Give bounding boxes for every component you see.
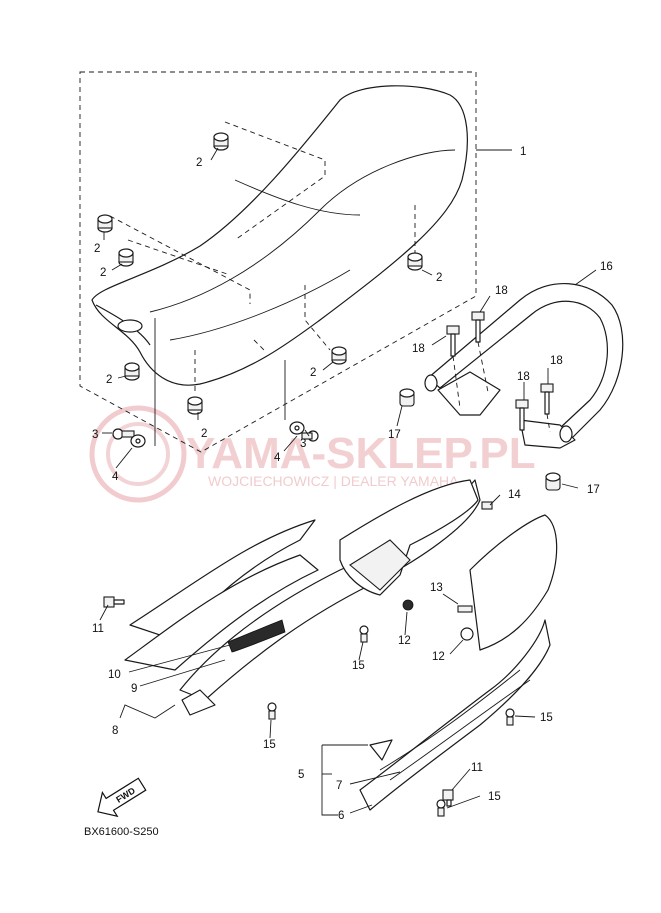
callout-15: 15 [352,660,365,672]
callout-1: 1 [520,146,526,158]
callout-4: 4 [112,471,119,483]
damper-17b [545,472,561,491]
watermark-brand: YAMA-SKLEP.PL [186,429,536,478]
callout-10: 10 [108,669,121,681]
callout-14: 14 [508,489,521,501]
watermark-logo [89,405,187,503]
watermark-dealer: WOJCIECHOWICZ | DEALER YAMAHA [208,473,459,489]
bolt-14 [481,501,493,510]
callout-2: 2 [94,243,100,255]
diagram-code: BX61600-S250 [84,826,159,838]
callout-2: 2 [310,367,316,379]
screw-15a [359,625,369,643]
watermark: YAMA-SKLEP.PL WOJCIECHOWICZ | DEALER YAM… [89,405,536,503]
callout-11: 11 [92,623,104,635]
damper-2c [118,248,134,267]
callout-3: 3 [92,429,98,441]
callout-17: 17 [587,484,600,496]
grab-bar-dampers [399,388,561,491]
screws [103,596,515,817]
callout-7: 7 [336,780,342,792]
damper-17a [399,388,415,407]
callout-12: 12 [432,651,445,663]
side-cover-right [359,514,558,811]
bolt-11a [103,596,125,608]
callouts: 1 2 2 2 2 2 2 2 3 3 4 4 16 18 18 18 18 1… [92,146,613,822]
callout-15: 15 [540,712,553,724]
callout-2: 2 [106,374,112,386]
callout-2: 2 [201,428,207,440]
callout-18: 18 [495,285,508,297]
side-cover-left [124,479,481,716]
callout-4: 4 [274,452,281,464]
callout-2: 2 [100,267,106,279]
bolt-18d [515,399,529,431]
damper-2g [187,396,203,415]
callout-11: 11 [471,762,483,774]
callout-5: 5 [298,769,304,781]
callout-2: 2 [436,272,442,284]
callout-8: 8 [112,725,118,737]
seat-dampers [97,132,423,415]
damper-2d [407,252,423,271]
screw-15d [436,799,446,817]
screw-15b [267,702,277,720]
seat-bolts [112,318,319,448]
grab-bar [424,282,624,449]
callout-6: 6 [338,810,344,822]
bolt-13 [457,605,473,613]
callout-18: 18 [412,343,425,355]
callout-13: 13 [430,582,443,594]
bolt-18a [446,325,460,357]
seat-group-boundary [79,71,477,453]
damper-2e [124,362,140,381]
callout-18: 18 [517,371,530,383]
grab-bar-bolts [446,311,554,433]
callout-2: 2 [196,157,202,169]
forward-arrow-icon: FWD [97,777,147,818]
damper-2f [331,346,347,365]
seat [91,85,468,395]
damper-2b [97,214,113,233]
callout-leaders [99,147,597,816]
callout-18: 18 [550,355,563,367]
callout-12: 12 [398,635,411,647]
callout-16: 16 [600,261,613,273]
callout-15: 15 [488,791,501,803]
bolt-11b [442,789,454,807]
callout-9: 9 [131,683,137,695]
callout-3: 3 [300,438,306,450]
damper-2a [213,132,229,151]
bolt-18c [540,383,554,415]
callout-15: 15 [263,739,276,751]
screw-15c [505,708,515,726]
tail-center [339,479,493,641]
callout-17: 17 [388,429,401,441]
